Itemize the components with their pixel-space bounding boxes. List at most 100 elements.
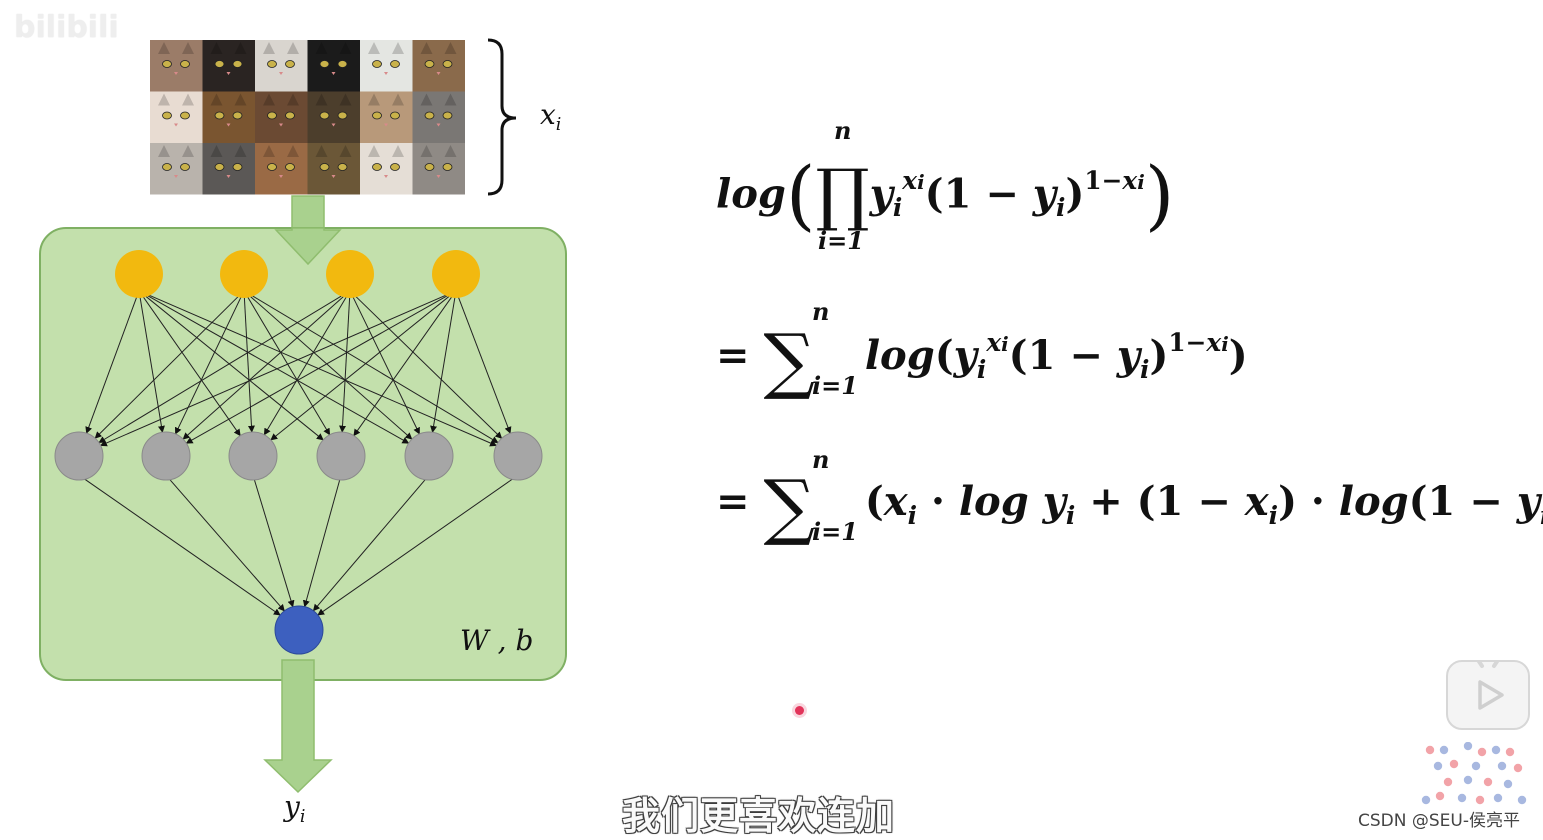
input-bracket bbox=[487, 38, 517, 196]
decor-dot bbox=[1483, 777, 1493, 787]
edge-input-0-hidden-5 bbox=[138, 290, 498, 447]
decor-dot bbox=[1513, 763, 1523, 773]
decor-dot bbox=[1433, 761, 1443, 771]
edge-input-3-hidden-2 bbox=[270, 290, 457, 441]
equation-line-1: log(∏yixi(1 − yi)1−xi) bbox=[716, 150, 1175, 239]
decor-dot bbox=[1503, 779, 1513, 789]
sum-lower-limit-2: i=1 bbox=[812, 517, 858, 546]
network-edges bbox=[78, 290, 519, 616]
edge-input-2-hidden-5 bbox=[349, 290, 503, 439]
decor-dot bbox=[1435, 791, 1445, 801]
sum-upper-limit-2: n bbox=[812, 445, 830, 474]
edge-input-0-hidden-3 bbox=[138, 290, 324, 441]
edge-input-1-hidden-1 bbox=[175, 290, 245, 435]
decor-dot bbox=[1493, 793, 1503, 803]
hidden-node-3 bbox=[228, 431, 278, 481]
cat-tile bbox=[255, 143, 308, 195]
product-lower-limit: i=1 bbox=[818, 226, 864, 255]
play-button[interactable] bbox=[1446, 652, 1530, 730]
edge-hidden-2-output bbox=[252, 475, 295, 608]
bilibili-logo: bilibili bbox=[14, 10, 119, 45]
decor-dot bbox=[1463, 742, 1473, 751]
edge-input-3-hidden-1 bbox=[185, 290, 457, 444]
decor-dot bbox=[1471, 761, 1481, 771]
decor-dot bbox=[1477, 747, 1487, 757]
cat-tile bbox=[307, 143, 360, 195]
hidden-node-1 bbox=[54, 431, 104, 481]
input-node-2 bbox=[220, 250, 268, 298]
cat-tile bbox=[307, 40, 360, 92]
edge-hidden-3-output bbox=[302, 475, 342, 608]
edge-input-3-hidden-4 bbox=[430, 290, 457, 433]
decor-dot bbox=[1425, 745, 1435, 755]
equation-line-2: = ∑log(yixi(1 − yi)1−xi) bbox=[716, 318, 1248, 402]
cat-tile bbox=[202, 143, 255, 195]
decor-dot bbox=[1457, 793, 1467, 803]
decor-dot bbox=[1449, 759, 1459, 769]
cat-tile bbox=[255, 40, 308, 92]
edge-input-0-hidden-4 bbox=[138, 290, 410, 444]
edge-hidden-4-output bbox=[312, 474, 430, 612]
edge-hidden-1-output bbox=[165, 474, 285, 612]
cat-tile bbox=[150, 143, 203, 195]
edge-hidden-5-output bbox=[317, 474, 519, 616]
cat-tile bbox=[150, 91, 203, 143]
decor-dot bbox=[1491, 745, 1501, 755]
cursor-dot bbox=[795, 706, 804, 715]
input-node-4 bbox=[432, 250, 480, 298]
cat-tile bbox=[360, 143, 413, 195]
product-upper-limit: n bbox=[834, 116, 852, 145]
output-arrow bbox=[263, 659, 333, 794]
equation-line-3: = ∑(xi · log yi + (1 − xi) · log(1 − yi)… bbox=[716, 464, 1543, 548]
decor-dot bbox=[1475, 795, 1485, 805]
input-node-3 bbox=[326, 250, 374, 298]
cat-tile bbox=[412, 40, 465, 92]
decor-dot bbox=[1505, 747, 1515, 757]
edge-input-0-hidden-0 bbox=[85, 290, 140, 434]
edge-input-2-hidden-1 bbox=[182, 290, 351, 440]
decorative-dots-logo bbox=[1421, 742, 1527, 805]
edge-hidden-0-output bbox=[78, 474, 281, 616]
decor-dot bbox=[1497, 761, 1507, 771]
edge-input-2-hidden-4 bbox=[349, 290, 420, 435]
output-label: yi bbox=[284, 790, 306, 828]
edge-input-1-hidden-4 bbox=[243, 290, 413, 440]
decor-dot bbox=[1421, 795, 1431, 805]
cat-tile bbox=[412, 143, 465, 195]
params-label: W , b bbox=[460, 624, 534, 657]
cat-tile bbox=[255, 91, 308, 143]
cat-face-grid-image bbox=[150, 40, 465, 195]
edge-input-2-hidden-0 bbox=[98, 290, 351, 444]
video-subtitle: 我们更喜欢连加 bbox=[622, 794, 896, 838]
decor-dot bbox=[1443, 777, 1453, 787]
sum-upper-limit-1: n bbox=[812, 297, 830, 326]
edge-input-3-hidden-5 bbox=[455, 290, 512, 434]
cat-tile bbox=[360, 40, 413, 92]
output-node bbox=[274, 605, 324, 655]
cat-tile bbox=[150, 40, 203, 92]
edge-input-3-hidden-0 bbox=[99, 290, 457, 447]
cat-tile bbox=[202, 40, 255, 92]
edge-input-3-hidden-3 bbox=[353, 290, 457, 437]
decor-dot bbox=[1463, 775, 1473, 785]
hidden-node-2 bbox=[141, 431, 191, 481]
decor-dot bbox=[1439, 745, 1449, 755]
edge-input-1-hidden-2 bbox=[243, 290, 255, 433]
network-nodes bbox=[54, 250, 543, 655]
cat-tile bbox=[412, 91, 465, 143]
play-icon bbox=[1472, 652, 1504, 710]
input-node-1 bbox=[115, 250, 163, 298]
edge-input-0-hidden-1 bbox=[138, 290, 165, 433]
csdn-watermark: CSDN @SEU-侯亮平 bbox=[1358, 811, 1520, 831]
cat-tile bbox=[360, 91, 413, 143]
edge-input-2-hidden-3 bbox=[339, 290, 351, 433]
cat-tile bbox=[202, 91, 255, 143]
edge-input-2-hidden-2 bbox=[263, 290, 351, 436]
hidden-node-6 bbox=[493, 431, 543, 481]
edge-input-0-hidden-2 bbox=[138, 290, 241, 437]
edge-input-1-hidden-0 bbox=[94, 290, 245, 439]
hidden-node-5 bbox=[404, 431, 454, 481]
input-label: xi bbox=[540, 98, 562, 136]
hidden-node-4 bbox=[316, 431, 366, 481]
